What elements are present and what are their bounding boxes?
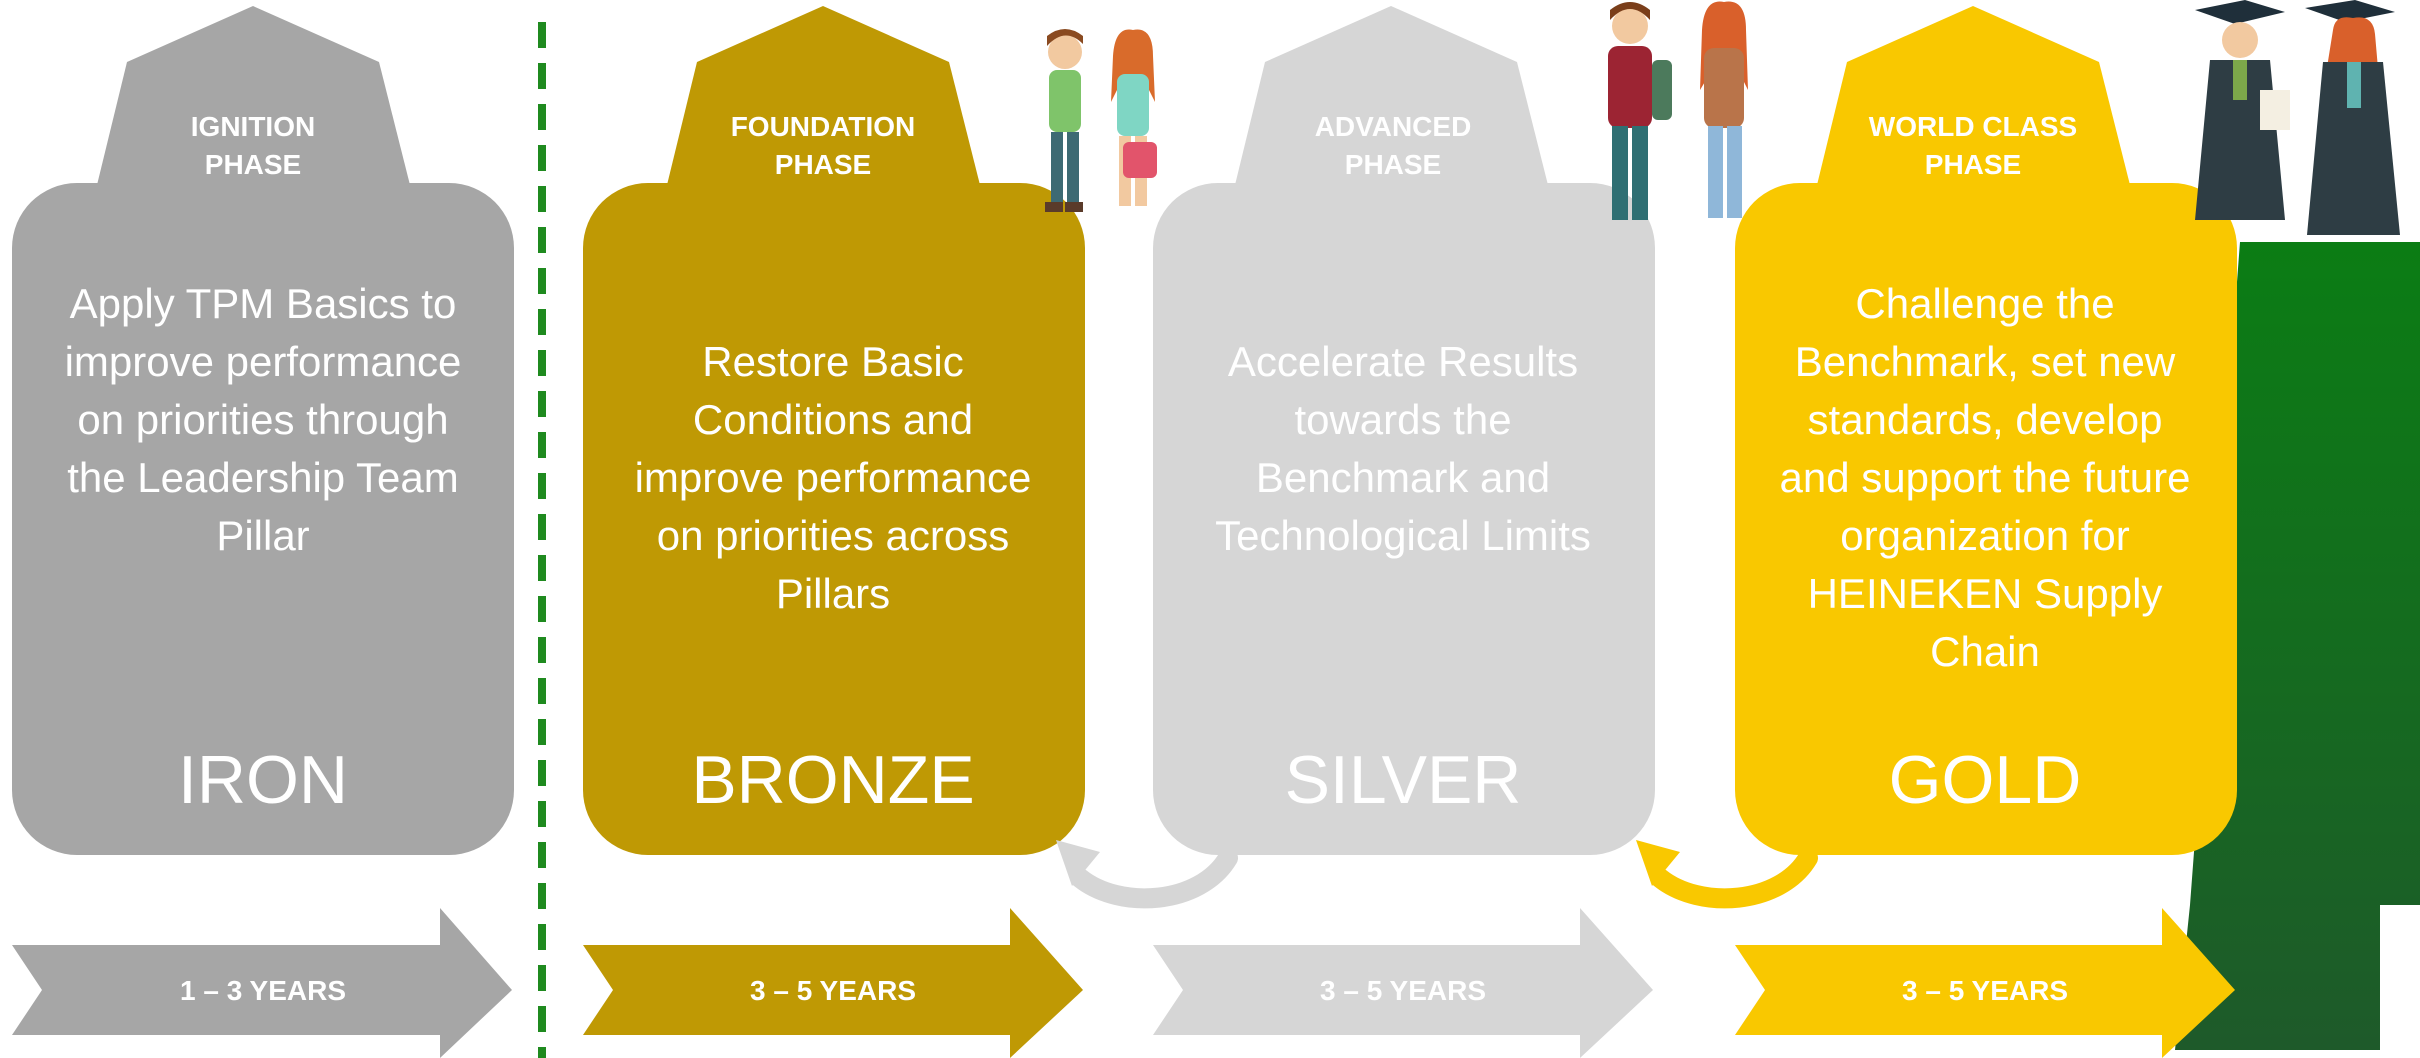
silver-return-arrow bbox=[1056, 840, 1238, 909]
graduates-illustration bbox=[2195, 0, 2400, 235]
bronze-phase-label: FOUNDATION PHASE bbox=[693, 108, 953, 184]
iron-phase-line1: IGNITION bbox=[190, 111, 316, 142]
silver-level-title: SILVER bbox=[1284, 742, 1522, 818]
bronze-duration-label: 3 – 5 YEARS bbox=[749, 975, 917, 1006]
iron-description: Apply TPM Basics to improve performance … bbox=[64, 280, 462, 559]
gold-phase-line2: PHASE bbox=[1924, 149, 2022, 180]
bronze-duration-arrow bbox=[583, 908, 1083, 1058]
bronze-phase-line1: FOUNDATION bbox=[730, 111, 916, 142]
silver-phase-label: ADVANCED PHASE bbox=[1263, 108, 1523, 184]
bronze-level-title: BRONZE bbox=[691, 742, 975, 818]
silver-card bbox=[1153, 6, 1655, 855]
teen-students-illustration bbox=[1608, 1, 1748, 220]
iron-phase-label: IGNITION PHASE bbox=[123, 108, 383, 184]
bronze-phase-line2: PHASE bbox=[774, 149, 872, 180]
iron-phase-line2: PHASE bbox=[204, 149, 302, 180]
silver-duration-arrow bbox=[1153, 908, 1653, 1058]
silver-description: Accelerate Results towards the Benchmark… bbox=[1215, 338, 1591, 559]
gold-description: Challenge the Benchmark, set new standar… bbox=[1779, 280, 2191, 675]
gold-card bbox=[1735, 6, 2237, 855]
iron-card bbox=[12, 6, 514, 855]
silver-phase-line1: ADVANCED bbox=[1314, 111, 1472, 142]
silver-phase-line2: PHASE bbox=[1344, 149, 1442, 180]
students-illustration bbox=[1045, 29, 1157, 212]
bronze-description: Restore Basic Conditions and improve per… bbox=[634, 338, 1032, 617]
gold-return-arrow bbox=[1636, 840, 1818, 909]
iron-duration-arrow bbox=[12, 908, 512, 1058]
gold-duration-label: 3 – 5 YEARS bbox=[1901, 975, 2069, 1006]
gold-phase-line1: WORLD CLASS bbox=[1868, 111, 2078, 142]
gold-phase-label: WORLD CLASS PHASE bbox=[1843, 108, 2103, 184]
iron-level-title: IRON bbox=[178, 742, 348, 818]
gold-duration-arrow bbox=[1735, 908, 2235, 1058]
bronze-card bbox=[583, 6, 1085, 855]
iron-duration-label: 1 – 3 YEARS bbox=[179, 975, 347, 1006]
gold-level-title: GOLD bbox=[1888, 742, 2082, 818]
silver-duration-label: 3 – 5 YEARS bbox=[1319, 975, 1487, 1006]
